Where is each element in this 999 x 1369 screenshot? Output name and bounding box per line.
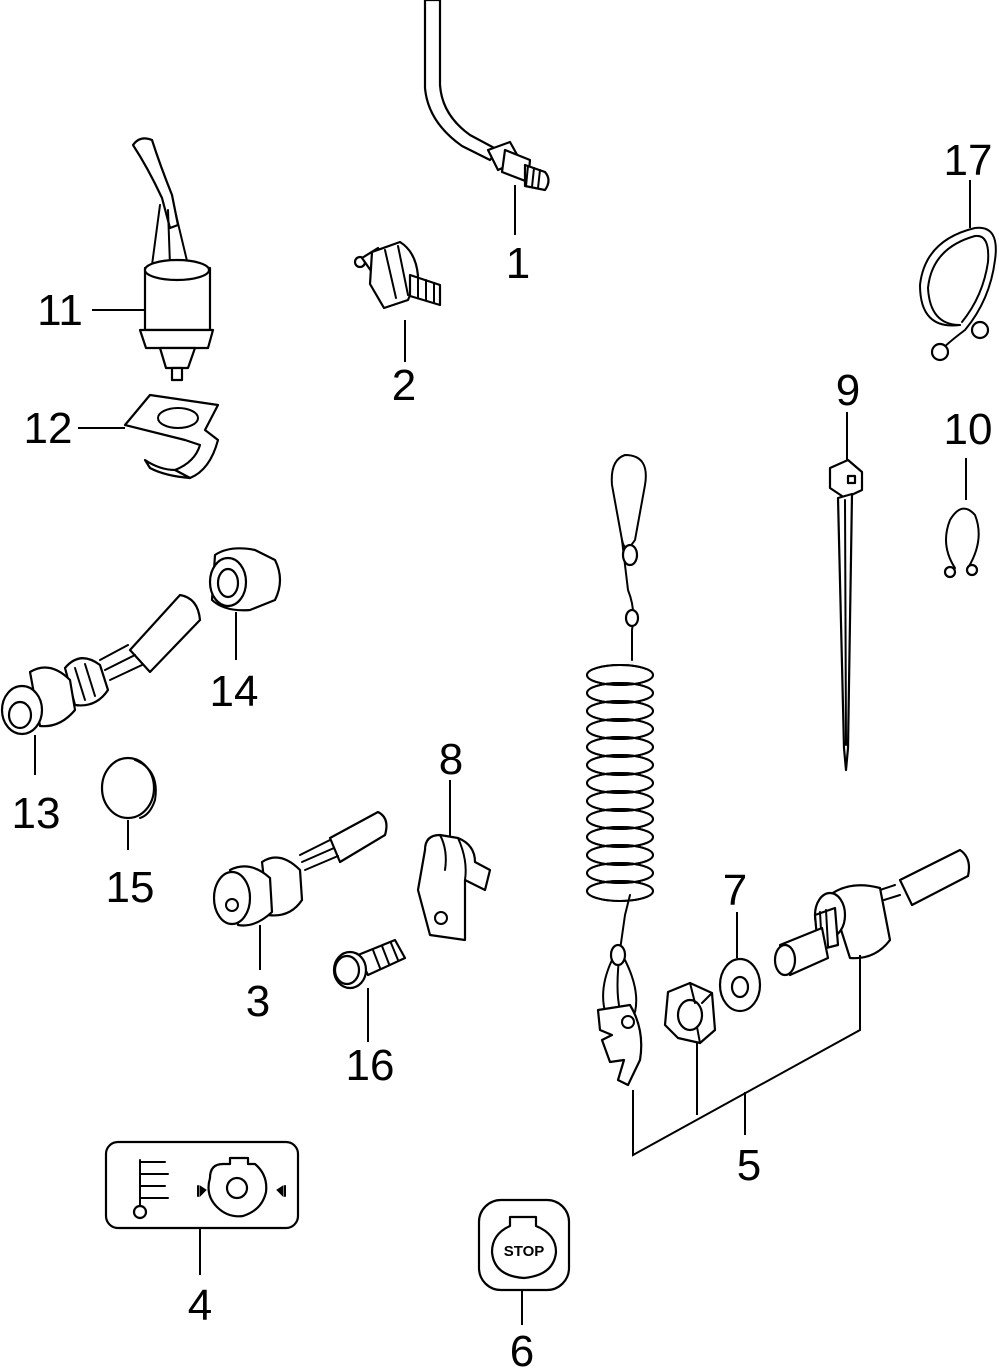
part-6-stop-label: STOP <box>477 1198 571 1292</box>
part-1-temperature-sender <box>423 0 550 192</box>
callout-11: 11 <box>37 286 83 335</box>
callout-9: 9 <box>836 366 860 415</box>
part-12-bracket <box>123 393 220 480</box>
callout-5: 5 <box>737 1141 761 1190</box>
callout-13: 13 <box>12 789 61 838</box>
part-14-nut <box>208 547 282 612</box>
callout-17: 17 <box>944 136 993 185</box>
part-17-clamp <box>919 226 997 362</box>
callout-2: 2 <box>392 361 416 410</box>
callout-1: 1 <box>506 239 530 288</box>
callout-8: 8 <box>439 735 463 784</box>
stop-label-text: STOP <box>504 1243 545 1260</box>
part-15-cap <box>100 756 157 820</box>
callout-12: 12 <box>24 404 73 453</box>
part-11-pressure-switch <box>131 137 215 382</box>
oil-pressure-icon <box>197 1156 286 1218</box>
callout-15: 15 <box>106 863 155 912</box>
part-4-warning-label <box>104 1140 300 1230</box>
callout-3: 3 <box>246 977 270 1026</box>
callout-14: 14 <box>210 667 259 716</box>
part-8-mounting-bracket <box>416 833 492 942</box>
callout-10: 10 <box>944 405 993 454</box>
callout-16: 16 <box>346 1041 395 1090</box>
callout-4: 4 <box>188 1281 212 1330</box>
coil-spring <box>586 664 654 902</box>
callout-6: 6 <box>510 1327 534 1369</box>
part-3-indicator-lamp <box>212 810 388 927</box>
part-13-buzzer <box>0 593 202 736</box>
part-16-screw <box>332 938 407 990</box>
part-9-cable-tie <box>828 458 864 772</box>
part-10-clip <box>943 507 980 579</box>
part-2-oil-pressure-switch <box>353 240 442 310</box>
callout-7: 7 <box>723 866 747 915</box>
part-5-stop-switch-assembly <box>586 454 971 1157</box>
thermometer-icon <box>132 1159 169 1220</box>
